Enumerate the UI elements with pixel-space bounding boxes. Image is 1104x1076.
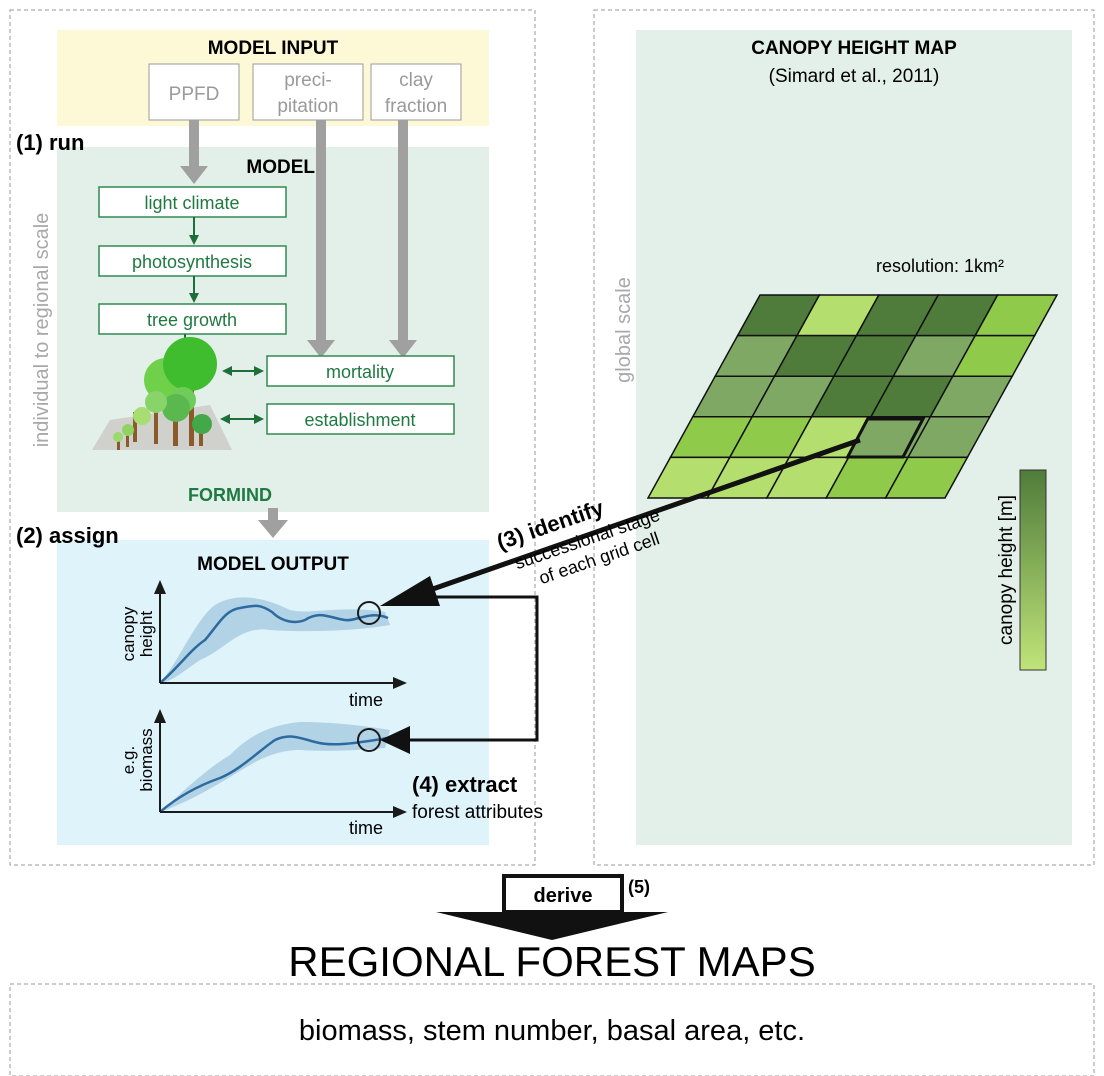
tree-growth-label: tree growth [147, 310, 237, 330]
bottom-panel-border [9, 983, 1095, 1076]
plot2-xlabel: time [349, 818, 383, 838]
light-climate-box [98, 186, 287, 218]
model-input-title: MODEL INPUT [208, 38, 339, 59]
step5-number: (5) [628, 877, 650, 897]
derive-arrow [436, 900, 668, 940]
input-clay-line2: fraction [385, 96, 447, 117]
input-precipitation-line1: preci- [284, 70, 332, 91]
grid-cell [884, 456, 969, 499]
canopy-map-title: CANOPY HEIGHT MAP [751, 38, 957, 59]
assign-arrow [258, 508, 288, 538]
biomass-plot [154, 709, 407, 818]
light-climate-label: light climate [144, 193, 239, 213]
biomass-line [159, 735, 389, 813]
input-ppfd-label: PPFD [169, 84, 220, 105]
input-box-ppfd [148, 63, 240, 121]
forest-stand-icon [92, 337, 232, 450]
extract-bracket [380, 595, 539, 754]
model-title: MODEL [246, 157, 315, 178]
plot1-ylabel-2: height [137, 611, 156, 658]
regional-forest-maps-title: REGIONAL FOREST MAPS [288, 938, 815, 985]
mortality-label: mortality [326, 362, 394, 382]
left-panel-border [9, 9, 536, 866]
model-output-title: MODEL OUTPUT [197, 554, 349, 575]
input-clay-line1: clay [399, 70, 433, 91]
scale-label-left: individual to regional scale [31, 213, 53, 448]
plot2-ylabel-1: e.g. [119, 746, 138, 774]
canopy-height-plot [154, 580, 407, 689]
plot1-ylabel-1: canopy [119, 606, 138, 661]
derive-box [502, 874, 624, 914]
derive-label: derive [534, 885, 593, 907]
legend-colorbar [1019, 469, 1047, 671]
establishment-label: establishment [304, 410, 415, 430]
canopy-map-citation: (Simard et al., 2011) [769, 66, 940, 87]
scale-label-right: global scale [613, 277, 635, 383]
input-arrows [180, 120, 417, 358]
mortality-box [266, 355, 455, 387]
input-box-precipitation [252, 63, 364, 121]
plot2-ylabel-2: biomass [137, 728, 156, 791]
resolution-label: resolution: 1km² [876, 256, 1004, 276]
photosynthesis-label: photosynthesis [132, 252, 252, 272]
canopy-height-line [159, 604, 389, 684]
step4-sub: forest attributes [412, 802, 543, 823]
input-box-clay [370, 63, 462, 121]
plot1-xlabel: time [349, 690, 383, 710]
tree-growth-box [98, 303, 287, 335]
identify-arrow [380, 437, 861, 606]
input-precipitation-line2: pitation [277, 96, 338, 117]
forest-attributes-list: biomass, stem number, basal area, etc. [299, 1015, 805, 1047]
photosynthesis-box [98, 245, 287, 277]
legend-label: canopy height [m] [996, 495, 1017, 645]
step1-label: (1) run [16, 130, 84, 155]
model-process-boxes [98, 186, 455, 435]
canopy-height-uncertainty-band [160, 597, 390, 683]
formind-label: FORMIND [188, 485, 272, 505]
step4-label: (4) extract [412, 772, 518, 797]
step2-label: (2) assign [16, 523, 119, 548]
establishment-box [266, 403, 455, 435]
right-panel-border [593, 9, 1095, 866]
